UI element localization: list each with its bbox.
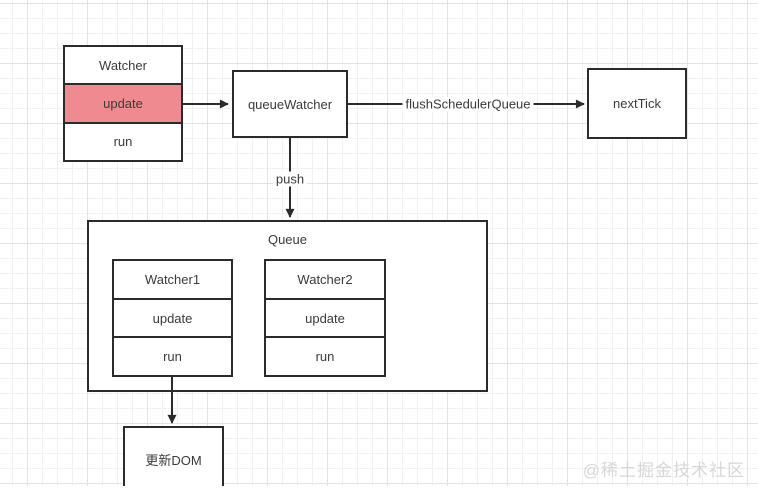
queue-node: Queue Watcher1 update run Watcher2 updat…	[87, 220, 488, 392]
watcher1-title: Watcher1	[114, 261, 231, 298]
watcher2-node: Watcher2 update run	[264, 259, 386, 377]
watcher2-run-row: run	[266, 336, 384, 376]
push-label: push	[272, 171, 308, 187]
flush-scheduler-queue-label: flushSchedulerQueue	[402, 96, 534, 112]
queue-watcher-node: queueWatcher	[232, 70, 348, 138]
watcher1-run-row: run	[114, 336, 231, 376]
watcher2-update-row: update	[266, 297, 384, 337]
watcher-update-row: update	[65, 83, 181, 122]
watcher-title: Watcher	[65, 47, 181, 84]
watcher1-node: Watcher1 update run	[112, 259, 233, 377]
watcher1-update-row: update	[114, 297, 231, 337]
update-dom-node: 更新DOM	[123, 426, 224, 486]
watcher-node: Watcher update run	[63, 45, 183, 162]
watcher-run-row: run	[65, 121, 181, 160]
watermark: @稀土掘金技术社区	[582, 461, 745, 480]
next-tick-node: nextTick	[587, 68, 687, 139]
watcher2-title: Watcher2	[266, 261, 384, 298]
queue-title: Queue	[267, 232, 308, 247]
